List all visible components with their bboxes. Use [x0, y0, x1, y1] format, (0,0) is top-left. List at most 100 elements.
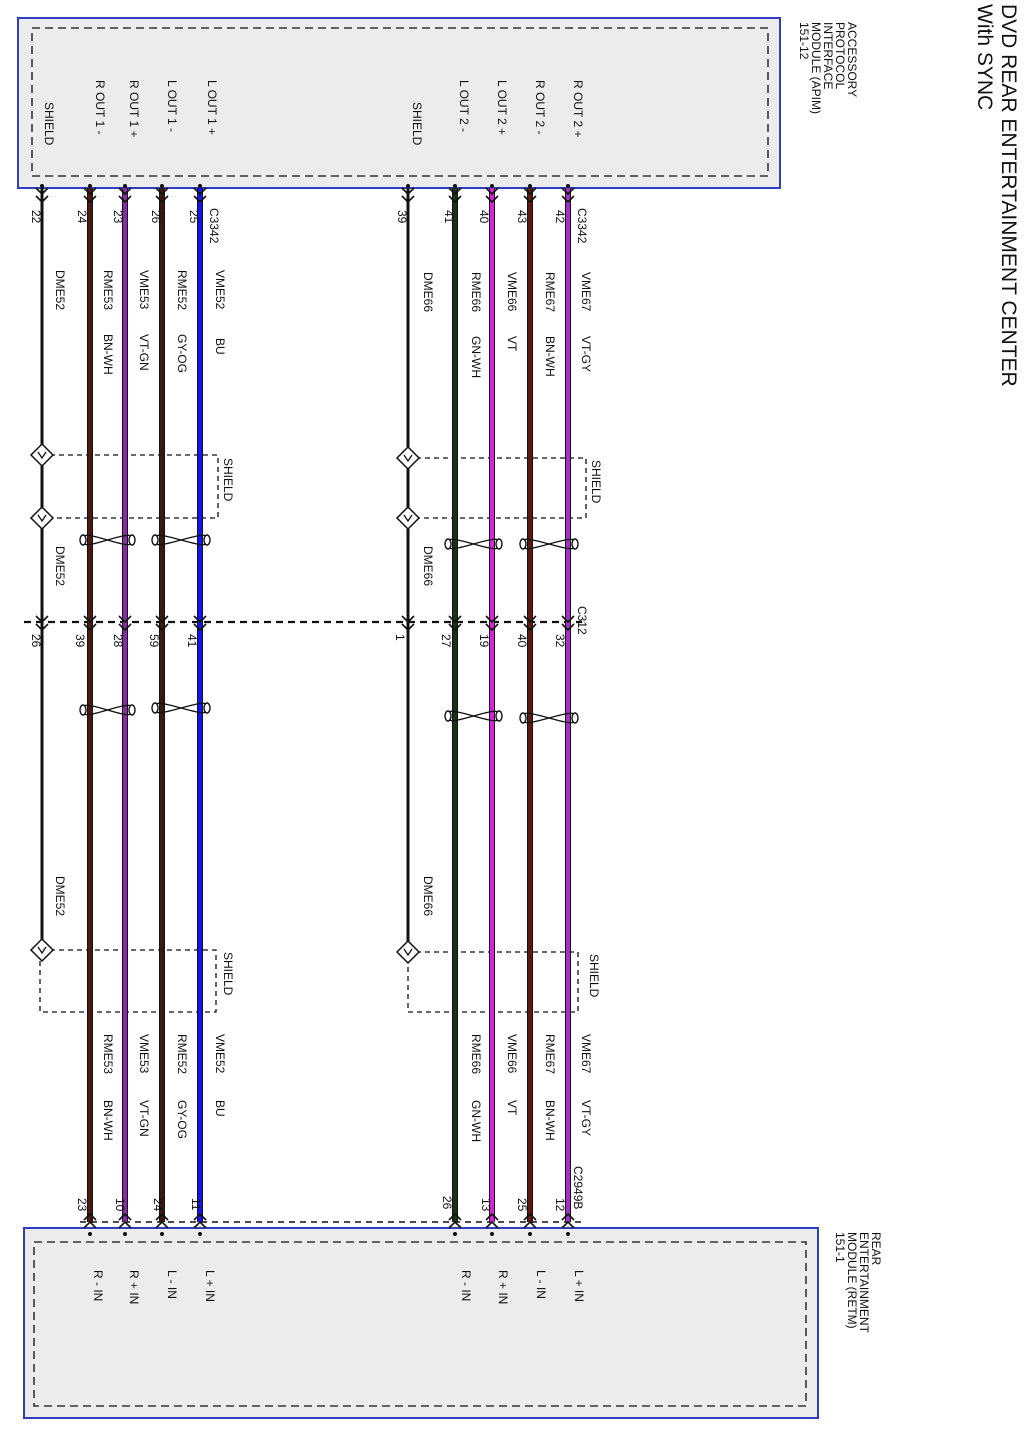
connector-chevron [561, 187, 575, 196]
twist-marker [448, 710, 499, 722]
pin-number: 13 [479, 1198, 493, 1212]
shield-label-bottom-right: SHIELD [587, 954, 601, 998]
pin-number: 41 [185, 634, 199, 648]
pin-number: 26 [149, 210, 163, 224]
pin-number: 19 [477, 634, 491, 648]
twist-marker [151, 534, 159, 546]
connector-chevron [193, 195, 207, 204]
twist-marker [571, 712, 579, 724]
pin-number: 24 [151, 1198, 165, 1212]
connector-chevron [448, 195, 462, 204]
apim-pin-labels: R OUT 2 + R OUT 2 - L OUT 2 + L OUT 2 - … [42, 80, 585, 146]
twist-marker [444, 710, 452, 722]
connector-chevron [83, 623, 97, 632]
wire-code: RME66 [469, 272, 483, 312]
connector-chevron [155, 1212, 169, 1221]
wire-color: VT-GY [579, 336, 593, 372]
shield-label-top-left: SHIELD [221, 458, 235, 502]
pin-number: 1 [393, 634, 407, 641]
connector-c3342-b: C3342 [207, 208, 221, 244]
pin-number: 28 [111, 634, 125, 648]
wire-labels-bottom: VME67 VT-GY RME67 BN-WH VME66 VT RME66 G… [101, 1034, 593, 1142]
pin-number: 22 [29, 210, 43, 224]
pin-dot [198, 184, 202, 188]
connector-chevron [155, 615, 169, 624]
pin-dot [528, 184, 532, 188]
apim-pin-label: L OUT 2 - [457, 80, 471, 132]
twist-marker [519, 538, 527, 550]
apim-module[interactable] [17, 17, 781, 189]
pin-dot [160, 184, 164, 188]
diagram-title: DVD REAR ENTERTAINMENT CENTER [997, 4, 1020, 387]
twist-marker [523, 538, 575, 550]
connector-chevron [155, 195, 169, 204]
connector-chevron [83, 1220, 97, 1229]
wire-labels-mid: DME66 DME52 [53, 546, 435, 586]
svg-text:ACCESSORY: ACCESSORY [845, 22, 859, 97]
connector-chevron [401, 623, 415, 632]
wire-code: DME52 [53, 876, 67, 916]
wire-color: BN-WH [543, 1100, 557, 1141]
svg-text:REAR: REAR [869, 1232, 883, 1266]
retm-pin-label: L + IN [203, 1270, 217, 1302]
wire-code: RME67 [543, 272, 557, 312]
apim-module-label: ACCESSORY PROTOCOL INTERFACE MODULE (API… [797, 22, 859, 114]
retm-pin-label: R + IN [496, 1270, 510, 1304]
connector-chevron [448, 1220, 462, 1229]
connector-chevron [523, 1220, 537, 1229]
connector-chevron [561, 615, 575, 624]
connector-chevron [523, 1212, 537, 1221]
svg-text:INTERFACE: INTERFACE [821, 22, 835, 89]
connector-c3342-a: C3342 [575, 208, 589, 244]
wire-color: VT [505, 336, 519, 352]
connector-chevron [155, 1220, 169, 1229]
connector-c2949b: C2949B [571, 1166, 585, 1209]
twist-marker [495, 710, 503, 722]
retm-module[interactable] [23, 1227, 819, 1419]
pin-number: 42 [553, 210, 567, 224]
svg-text:PROTOCOL: PROTOCOL [833, 22, 847, 89]
pin-dot [566, 1232, 570, 1236]
connector-chevron [523, 615, 537, 624]
twist-marker [155, 534, 207, 546]
retm-module-box [23, 1227, 819, 1419]
connector-chevron [193, 187, 207, 196]
connector-chevron [561, 1212, 575, 1221]
connector-chevron [485, 615, 499, 624]
pin-number: 32 [553, 634, 567, 648]
connector-chevron [118, 1212, 132, 1221]
wire-code: RME52 [175, 270, 189, 310]
pin-number: 27 [439, 634, 453, 648]
wire-color: GY-OG [175, 334, 189, 373]
apim-pin-label: R OUT 2 + [571, 80, 585, 137]
connector-chevron [401, 195, 415, 204]
connector-chevron [485, 623, 499, 632]
svg-text:151-1: 151-1 [833, 1232, 847, 1263]
retm-pin-label: R - IN [91, 1270, 105, 1301]
twist-marker [523, 712, 575, 724]
shield-label-bottom-left: SHIELD [221, 952, 235, 996]
connector-chevron [448, 1212, 462, 1221]
wire-labels-low: DME66 DME52 [53, 876, 435, 916]
pin-number: 23 [111, 210, 125, 224]
pin-dot [123, 184, 127, 188]
pin-number: 59 [147, 634, 161, 648]
twist-marker [571, 538, 579, 550]
connector-chevron [193, 1220, 207, 1229]
twist-marker [128, 534, 136, 546]
pin-dot [453, 1232, 457, 1236]
connector-chevron [485, 1220, 499, 1229]
apim-pin-label: R OUT 1 + [127, 80, 141, 137]
wire-code: RME66 [469, 1034, 483, 1074]
connector-chevron [83, 1212, 97, 1221]
connector-chevron [523, 195, 537, 204]
retm-pin-labels: L + IN L - IN R + IN R - IN L + IN L - I… [91, 1270, 586, 1304]
wire-code: DME66 [421, 272, 435, 312]
svg-text:MODULE (RETM): MODULE (RETM) [845, 1232, 859, 1329]
pin-number: 41 [442, 210, 456, 224]
connector-chevron [485, 1212, 499, 1221]
shield-diamond [395, 505, 421, 531]
twist-marker [83, 534, 132, 546]
twist-marker [79, 534, 87, 546]
connector-chevron [193, 623, 207, 632]
